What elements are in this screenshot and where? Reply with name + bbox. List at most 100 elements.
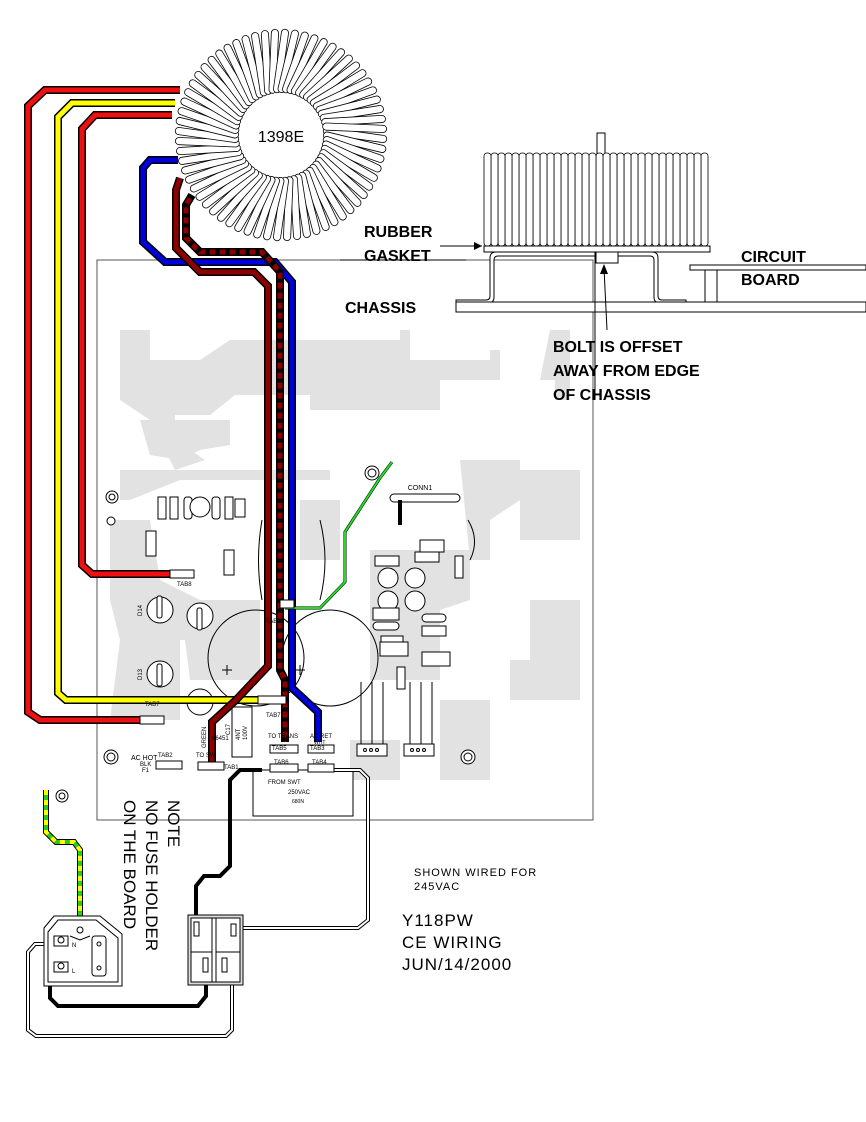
tab6-connector <box>269 763 299 773</box>
transformer-label: 1398E <box>258 129 304 146</box>
board-label: BOARD <box>741 272 800 289</box>
tab6-label: TAB6 <box>274 760 289 766</box>
black-wire-switch <box>194 768 262 922</box>
date-label: JUN/14/2000 <box>402 955 512 974</box>
tab7-label: TAB7 <box>266 713 281 719</box>
chassis-label: CHASSIS <box>345 300 416 317</box>
side-view-labels: RUBBER GASKET CHASSIS CIRCUIT BOARD BOLT… <box>345 224 806 404</box>
side-winding <box>693 152 702 247</box>
shown-wired-label: SHOWN WIRED FOR <box>414 867 537 879</box>
bolt-note-line2: AWAY FROM EDGE <box>553 363 700 380</box>
f1-label: F1 <box>142 768 150 774</box>
wht-label: WHT <box>314 740 325 746</box>
board-components <box>103 465 476 817</box>
side-winding <box>574 152 583 247</box>
side-winding <box>483 152 492 247</box>
bolt-note-line3: OF CHASSIS <box>553 387 651 404</box>
model-label: Y118PW <box>402 911 474 930</box>
tab3-connector <box>307 744 335 754</box>
side-winding <box>679 152 688 247</box>
to-trans-label: TO TRANS <box>268 734 298 740</box>
d13-label: D13 <box>138 668 144 680</box>
wiring-label: CE WIRING <box>402 933 503 952</box>
side-winding <box>686 152 695 247</box>
inlet-l-label: L <box>72 969 76 975</box>
mounting-bracket <box>455 251 687 304</box>
board-labels: CONN1 TAB8 TAB10 TAB7 TAB7 TAB2 TAB1 TAB… <box>131 485 432 805</box>
voltage-label: 245VAC <box>414 881 460 893</box>
inlet-n-label: N <box>72 943 76 949</box>
side-winding <box>644 152 653 247</box>
bolt <box>595 251 619 264</box>
gasket-label: GASKET <box>364 248 431 265</box>
rating-label: 250VAC <box>288 790 311 796</box>
cap-voltage-label: 100V <box>243 726 249 740</box>
side-winding <box>672 152 681 247</box>
tab-left-connector <box>139 715 165 725</box>
tab8-label: TAB8 <box>177 582 192 588</box>
bolt-arrow <box>603 267 608 331</box>
part2-label: 680N <box>292 799 304 805</box>
side-winding <box>490 152 499 247</box>
bolt-note-line1: BOLT IS OFFSET <box>553 339 683 356</box>
tabs <box>139 569 335 773</box>
conn1-label: CONN1 <box>408 485 433 492</box>
tab2-label: TAB2 <box>158 753 173 759</box>
side-winding <box>553 152 562 247</box>
ac-ret-label: AC RET <box>310 734 332 740</box>
d14-label: D14 <box>138 604 144 616</box>
tab5-label: TAB5 <box>272 746 287 752</box>
tab1-connector <box>197 761 225 771</box>
from-swt-label: FROM SWT <box>268 780 301 786</box>
tab4-label: TAB4 <box>312 760 327 766</box>
note-title: NOTE <box>164 800 183 847</box>
side-winding <box>700 152 709 247</box>
transformer-side-view <box>340 132 866 400</box>
side-winding <box>504 152 513 247</box>
tab3-label: TAB3 <box>310 746 325 752</box>
side-winding <box>595 152 604 247</box>
cap-value-label: 4NT <box>236 728 242 740</box>
side-winding <box>532 152 541 247</box>
side-winding <box>511 152 520 247</box>
rubber-gasket <box>483 245 711 253</box>
side-winding <box>497 152 506 247</box>
line-filter-block <box>252 769 354 817</box>
side-winding <box>630 152 639 247</box>
tab8-connector <box>169 569 195 579</box>
side-winding <box>651 152 660 247</box>
side-winding <box>518 152 527 247</box>
note-line2: ON THE BOARD <box>120 800 139 929</box>
green-label: GREEN <box>202 727 208 748</box>
wires <box>24 86 394 1038</box>
rubber-label: RUBBER <box>364 224 433 241</box>
side-winding <box>623 152 632 247</box>
to-sw-label: TO SW <box>196 753 216 759</box>
circuit-label: CIRCUIT <box>741 249 806 266</box>
side-winding <box>525 152 534 247</box>
note-line1: NO FUSE HOLDER <box>142 800 161 951</box>
standoff <box>704 269 718 303</box>
ac-inlet <box>43 789 123 987</box>
info-block: SHOWN WIRED FOR 245VAC Y118PW CE WIRING … <box>402 867 537 974</box>
tab1-label: TAB1 <box>224 765 239 771</box>
chassis-plate <box>455 301 866 313</box>
toroidal-transformer <box>174 28 388 242</box>
winding <box>322 122 388 133</box>
side-winding <box>602 152 611 247</box>
side-winding <box>658 152 667 247</box>
side-winding <box>539 152 548 247</box>
power-switch <box>187 914 244 986</box>
side-winding <box>665 152 674 247</box>
black-wire-inlet <box>48 958 208 1008</box>
blk-label: BLK <box>140 762 151 768</box>
note-block: NOTE NO FUSE HOLDER ON THE BOARD <box>120 800 183 951</box>
ground-wire <box>43 790 83 920</box>
c17-label: C17 <box>226 723 232 735</box>
tab10-label: TAB10 <box>266 619 285 625</box>
tab2-connector <box>155 760 183 770</box>
side-circuit-board <box>689 264 866 271</box>
part-label: 86451 <box>212 736 229 742</box>
tab7-connector <box>257 695 287 705</box>
side-winding <box>567 152 576 247</box>
